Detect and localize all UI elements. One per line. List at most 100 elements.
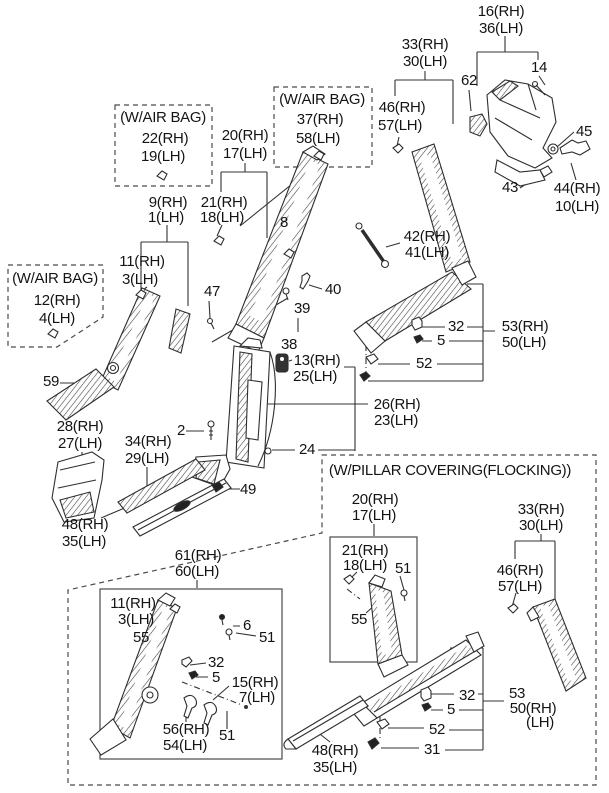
part-callout: 8	[279, 214, 289, 232]
part-cpillar-upper-33-30	[411, 143, 471, 273]
part-callout: 31	[423, 741, 441, 759]
clip-8	[283, 248, 295, 259]
part-callout: 22(RH)	[141, 130, 189, 148]
part-apillar-61-60	[89, 592, 178, 756]
part-callout: 32	[447, 318, 465, 336]
part-callout: 41(LH)	[404, 244, 450, 262]
pin-6	[218, 613, 226, 626]
part-quarter-trim-16-36	[486, 79, 557, 187]
hook-40	[299, 272, 311, 290]
part-callout: 15(RH)	[231, 674, 279, 692]
part-callout: 32	[458, 687, 476, 705]
part-callout: 5	[211, 669, 221, 687]
part-callout: 21(RH)	[200, 194, 248, 212]
clip-12-4	[47, 328, 59, 339]
leader-lines	[60, 36, 577, 751]
part-bpillar-upper-20-17	[227, 145, 329, 353]
part-callout: 51	[258, 629, 276, 647]
part-callout: 52	[415, 355, 433, 373]
part-callout: 6	[242, 617, 252, 635]
part-callout: 36(LH)	[478, 20, 524, 38]
part-scuff-48-35-upper	[132, 478, 232, 537]
part-callout: 4(LH)	[38, 310, 76, 328]
bpillar-flocking-box	[329, 536, 418, 663]
part-callout: 35(LH)	[312, 759, 358, 777]
assist-pillar-box	[99, 588, 283, 760]
part-callout: 17(LH)	[351, 507, 397, 525]
screw-2	[207, 420, 215, 440]
clip-21-18	[213, 235, 225, 246]
clip-5-upper	[413, 334, 424, 344]
part-callout: 18(LH)	[342, 557, 388, 575]
part-callout: 16(RH)	[477, 3, 525, 21]
part-callout: 49	[239, 481, 257, 499]
part-callout: 46(RH)	[378, 99, 426, 117]
part-callout: 50(LH)	[501, 334, 547, 352]
part-callout: 59	[42, 373, 60, 391]
part-callout: 9(RH)	[148, 194, 188, 212]
bracket-44-10	[559, 139, 591, 156]
part-callout: 55	[350, 611, 368, 629]
part-callout: 53	[508, 685, 526, 703]
part-callout: 13(RH)	[293, 352, 341, 370]
part-callout: 44(RH)	[553, 180, 601, 198]
airbag-box-left	[114, 104, 213, 187]
screw-14	[531, 80, 546, 96]
part-callout: 7(LH)	[238, 689, 276, 707]
clip-52-upper	[365, 353, 379, 365]
pillar-covering-region	[67, 454, 597, 786]
part-callout: 38	[280, 336, 298, 354]
part-callout: 48(RH)	[311, 742, 359, 760]
part-apillar-9-1	[100, 287, 161, 391]
part-callout: 18(LH)	[199, 209, 245, 227]
bolt-39	[282, 287, 290, 301]
part-callout: 46(RH)	[496, 562, 544, 580]
hook-15-7	[203, 701, 218, 726]
part-callout: 47	[203, 283, 221, 301]
part-callout: 25(LH)	[292, 368, 338, 386]
part-scuff-plate-53-50-upper	[353, 260, 477, 354]
clip-31-bottom	[367, 737, 380, 750]
part-callout: 33(RH)	[517, 501, 565, 519]
part-callout: (W/AIR BAG)	[12, 270, 98, 288]
part-callout: 42(RH)	[403, 228, 451, 246]
nut-45	[547, 143, 559, 155]
part-callout: 60(LH)	[174, 563, 220, 581]
part-callout: 14	[530, 59, 548, 77]
part-callout: 28(RH)	[56, 418, 104, 436]
part-callout: 2	[176, 422, 186, 440]
clip-43	[539, 165, 553, 178]
part-callout: 57(LH)	[497, 578, 543, 596]
part-callout: 1(LH)	[147, 209, 185, 227]
part-callout: 48(RH)	[61, 516, 109, 534]
screw-47	[206, 317, 215, 330]
fastener-bottom-upper-scuff	[359, 371, 371, 382]
rod-42-41	[355, 222, 390, 269]
part-apillar-lower-59	[46, 368, 115, 421]
clip-37-58	[313, 150, 325, 161]
fastener-49	[211, 481, 224, 493]
screw-51-b	[400, 589, 408, 602]
part-callout: 39	[293, 300, 311, 318]
part-callout: 32	[207, 654, 225, 672]
part-scuff-plate-53-50-lower	[349, 631, 485, 727]
part-callout: (W/AIR BAG)	[279, 91, 365, 109]
part-callout: 62	[460, 72, 478, 90]
part-callout: 27(LH)	[57, 435, 103, 453]
parts	[46, 79, 591, 756]
part-callout: 40	[324, 281, 342, 299]
part-callout: 33(RH)	[401, 36, 449, 54]
clip-11-3	[135, 289, 147, 300]
part-callout: 54(LH)	[162, 737, 208, 755]
screw-51-a	[225, 628, 233, 641]
part-callout: 61(RH)	[174, 547, 222, 565]
clip-32-bottom	[420, 686, 432, 702]
part-callout: 30(LH)	[518, 517, 564, 535]
part-callout: 11(RH)	[119, 253, 165, 271]
part-callout: 20(RH)	[351, 491, 399, 509]
part-garnish-strip-47	[168, 308, 191, 354]
part-scuff-48-35-lower	[283, 695, 369, 750]
